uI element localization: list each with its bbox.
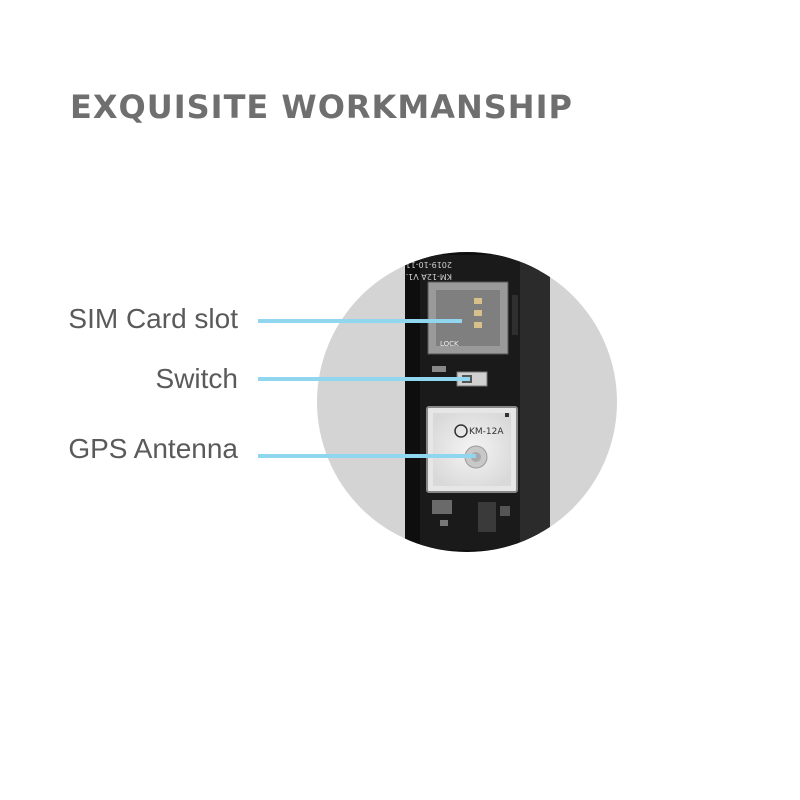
callout-sim-card-slot: SIM Card slot [68, 303, 238, 334]
board-date: 2019-10-11 [406, 260, 453, 269]
gps-antenna-model: KM-12A [469, 427, 504, 437]
callout-switch: Switch [155, 363, 238, 394]
device-closeup: 2019-10-11 KM-12A V1.2 LOCK KM-12A [401, 252, 550, 552]
callout-gps-antenna: GPS Antenna [68, 433, 238, 464]
sim-lock-label: LOCK [440, 340, 459, 348]
headline: EXQUISITE WORKMANSHIP [70, 88, 573, 126]
board-model: KM-12A V1.2 [401, 272, 452, 281]
